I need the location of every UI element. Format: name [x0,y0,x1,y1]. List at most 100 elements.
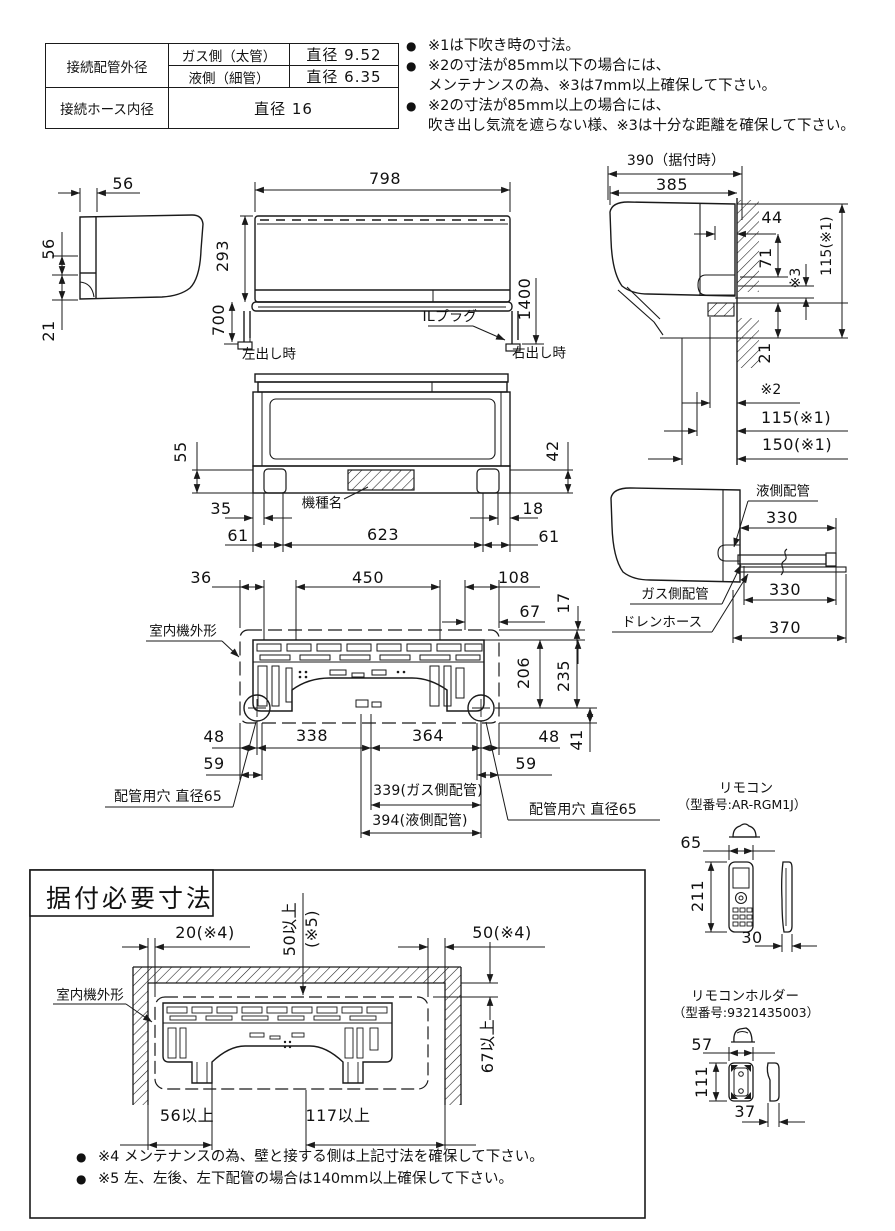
dim-71: 71 [756,247,775,269]
holder-model: （型番号:9321435003） [672,1004,820,1020]
bullet-icon: ● [76,1150,87,1164]
dim-394-liquid: 394(液側配管) [372,813,468,829]
front-view-art [237,215,521,352]
spec-liquid-label: 液側（細管） [168,65,290,88]
dim-150-bottom: 150(※1) [761,435,833,454]
dim-48-right: 48 [538,727,560,746]
dim-ref3: ※3 [788,267,804,289]
dim-41: 41 [567,729,586,751]
installed-view-dims [607,166,848,465]
install-box-title: 据付必要寸法 [46,884,215,913]
spec-hose-label: 接続ホース内径 [45,87,169,129]
remote-model: （型番号:AR-RGM1J） [677,796,807,812]
remote-dims [703,845,817,952]
dim-36: 36 [190,568,212,587]
dim-48-left: 48 [203,727,225,746]
label-liquid-pipe: 液側配管 [756,483,810,500]
note-2b: メンテナンスの為、※3は7mm以上確保して下さい。 [428,78,777,94]
note-4: ※4 メンテナンスの為、壁と接する側は上記寸法を確保して下さい。 [98,1149,544,1165]
installed-view-art [609,198,848,465]
dim-side-height: 56 [39,238,58,260]
dim-108: 108 [497,568,531,587]
spec-pipe-od-label: 接続配管外径 [45,43,169,88]
dim-42: 42 [543,440,562,462]
bullet-icon: ● [406,59,417,73]
dim-remote-width: 65 [680,833,702,852]
dim-364: 364 [411,726,445,745]
bottom-view-art [252,373,511,500]
dim-44: 44 [761,208,783,227]
bullet-icon: ● [406,39,417,53]
side-view-dims [52,188,140,330]
dim-front-height: 293 [213,239,232,273]
label-unit-outline: 室内機外形 [149,623,217,640]
dim-55: 55 [171,441,190,463]
dim-450: 450 [351,568,385,587]
note-3a: ※2の寸法が85mm以上の場合には、 [428,98,671,114]
dim-206: 206 [514,656,533,690]
holder-art [728,1027,780,1102]
bullet-icon: ● [76,1172,87,1186]
dim-holder-width: 57 [691,1035,713,1054]
bottom-view-dims [192,442,573,552]
dim-21-right: 21 [755,342,774,364]
dim-623: 623 [366,525,400,544]
label-unit-outline-2: 室内機外形 [56,987,124,1004]
label-drain-hose: ドレンホース [621,614,703,631]
dim-clearance-right: 50(※4) [472,923,532,942]
spec-gas-value: 直径 9.52 [289,43,399,66]
pipe-view-art [610,487,847,583]
spec-hose-value: 直径 16 [168,87,399,129]
side-view-art [79,214,204,300]
top-notes: ●※1は下吹き時の寸法。 ●※2の寸法が85mm以下の場合には、 メンテナンスの… [406,36,855,136]
bullet-icon: ● [406,99,417,113]
plate-view-art [239,629,500,724]
label-gas-pipe: ガス側配管 [641,586,709,603]
spec-liquid-value: 直径 6.35 [289,65,399,88]
dim-17: 17 [554,592,573,614]
dim-338: 338 [295,726,329,745]
install-box-art [29,869,646,1219]
dim-115-right: 115(※1) [819,216,835,276]
label-right-outlet: 右出し時 [512,345,566,362]
front-view-dims [224,182,544,345]
dim-35: 35 [210,499,232,518]
remote-art [728,823,793,933]
dim-59-left: 59 [203,754,225,773]
dim-remote-height: 211 [688,879,707,913]
dim-side-depth: 56 [112,174,134,193]
dim-clearance-left: 20(※4) [175,923,235,942]
label-left-outlet: 左出し時 [242,346,296,363]
dim-clearance-top-1: 50以上 [280,901,299,957]
dim-ref2: ※2 [760,382,782,398]
dim-pipe-left: 700 [209,303,228,337]
note-3b: 吹き出し気流を遮らない様、※3は十分な距離を確保して下さい。 [428,118,855,134]
label-pipe-hole-left: 配管用穴 直径65 [113,789,223,805]
label-model-name: 機種名 [301,495,343,512]
dim-pipe-right: 1400 [515,277,534,321]
dim-59-right: 59 [515,754,537,773]
dim-115-bottom: 115(※1) [760,408,832,427]
dim-front-width: 798 [368,169,402,188]
dim-339-gas: 339(ガス側配管) [373,783,483,799]
dim-clearance-top-2: (※5) [302,909,321,949]
dim-holder-height: 111 [692,1065,711,1099]
dim-330-gas: 330 [768,580,802,599]
plate-view-dims [105,580,660,838]
bottom-notes: ●※4 メンテナンスの為、壁と接する側は上記寸法を確保して下さい。 ●※5 左、… [76,1146,544,1190]
holder-dims [703,1047,805,1127]
dim-235: 235 [554,659,573,693]
note-2a: ※2の寸法が85mm以下の場合には、 [428,58,671,74]
dim-clearance-117: 117以上 [305,1106,371,1125]
dim-remote-depth: 30 [741,928,763,947]
dim-330-liquid: 330 [765,508,799,527]
dim-67: 67 [519,602,541,621]
dim-side-bottom: 21 [39,320,58,342]
dim-370-drain: 370 [768,618,802,637]
label-il-plug: ILプラグ [422,309,478,325]
remote-title: リモコン [719,780,773,797]
label-pipe-hole-right: 配管用穴 直径65 [528,802,638,818]
dim-61-left: 61 [227,526,249,545]
